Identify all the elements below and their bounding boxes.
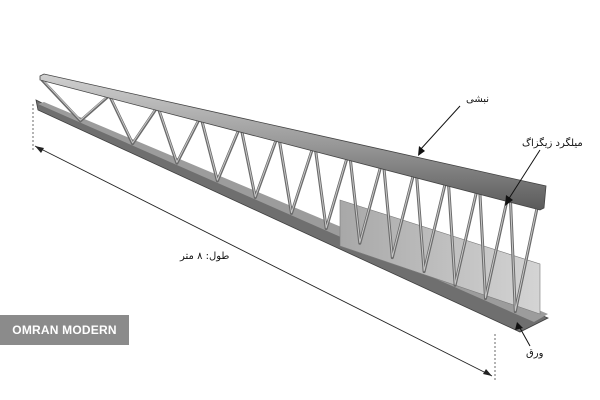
label-sheet: ورق [526, 348, 544, 359]
watermark-logo: OMRAN MODERN [0, 315, 129, 345]
leader-sheet-arrow-icon [515, 322, 523, 330]
label-top-angle: نبشی [466, 94, 490, 105]
leader-zigzag [507, 149, 541, 201]
top-angle [39, 73, 547, 211]
label-length: طول: ۸ متر [180, 251, 230, 262]
dimension-arrow-left-icon [35, 146, 44, 153]
label-zigzag-rebar: میلگرد زیگزاگ [522, 138, 583, 149]
zigzag-rebar-highlight [41, 78, 541, 312]
length-dimension-line [34, 145, 493, 377]
leader-sheet [519, 327, 531, 347]
leader-top-angle-arrow-icon [418, 146, 425, 156]
zigzag-rebar [40, 78, 542, 314]
dimension-arrow-right-icon [483, 369, 492, 376]
leader-zigzag-arrow-icon [505, 195, 513, 206]
leader-top-angle [419, 105, 461, 151]
